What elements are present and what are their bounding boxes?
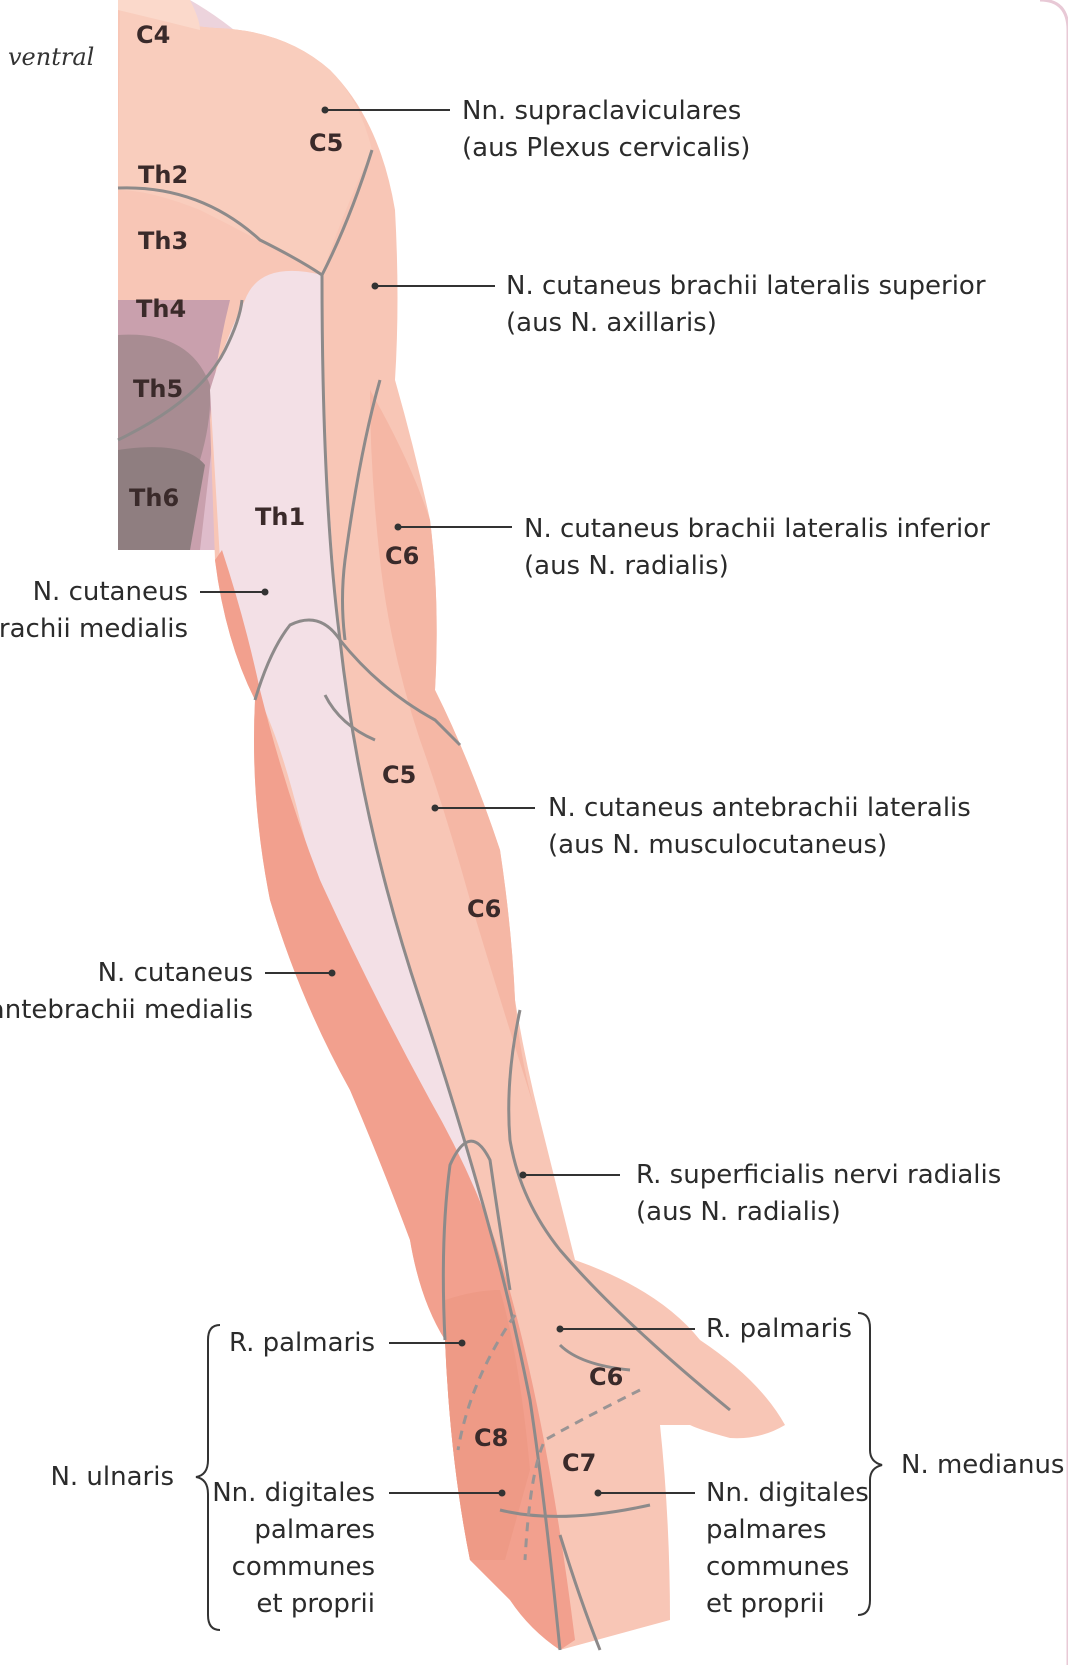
radial-strip-zone — [370, 390, 535, 1110]
th1-zone — [210, 270, 490, 1231]
label-brachii-lat-inf-2: (aus N. radialis) — [524, 551, 729, 581]
segment-labels: C4 C5 Th2 Th3 Th4 Th5 Th6 Th1 C6 C5 C6 C… — [129, 21, 623, 1477]
label-digit-right-4: et proprii — [706, 1589, 825, 1619]
th6-band — [118, 447, 205, 550]
label-digit-right-3: communes — [706, 1552, 849, 1582]
label-digit-right-1: Nn. digitales — [706, 1478, 869, 1508]
nerve-labels: Nn. supraclaviculares (aus Plexus cervic… — [0, 96, 1064, 1619]
view-label: ventral — [8, 43, 94, 71]
label-digit-left-1: Nn. digitales — [212, 1478, 375, 1508]
label-digit-left-2: palmares — [254, 1515, 375, 1545]
seg-th1: Th1 — [255, 503, 305, 531]
seg-c4: C4 — [136, 21, 170, 49]
leader-lines — [200, 106, 695, 1497]
c5-shoulder-zone — [118, 5, 372, 275]
label-superficialis-1: R. superficialis nervi radialis — [636, 1160, 1001, 1190]
seg-th6: Th6 — [129, 484, 179, 512]
label-antebrachii-med-2: antebrachii medialis — [0, 995, 253, 1025]
boundary-lines — [117, 149, 731, 1651]
label-palmaris-left: R. palmaris — [229, 1328, 375, 1358]
label-brachii-lat-inf-1: N. cutaneus brachii lateralis inferior — [524, 514, 990, 544]
label-palmaris-right: R. palmaris — [706, 1314, 852, 1344]
label-brachii-med-1: N. cutaneus — [33, 577, 188, 607]
seg-c6-hand: C6 — [589, 1363, 623, 1391]
label-supraclaviculares-1: Nn. supraclaviculares — [462, 96, 741, 126]
seg-th5: Th5 — [133, 375, 183, 403]
label-digit-left-4: et proprii — [256, 1589, 375, 1619]
label-ulnaris: N. ulnaris — [50, 1462, 174, 1492]
ulnaris-brace — [195, 1324, 221, 1631]
label-supraclaviculares-2: (aus Plexus cervicalis) — [462, 133, 750, 163]
seg-c6-upper: C6 — [385, 542, 419, 570]
seg-c5-shoulder: C5 — [309, 129, 343, 157]
label-superficialis-2: (aus N. radialis) — [636, 1197, 841, 1227]
seg-c6-forearm: C6 — [467, 895, 501, 923]
seg-c7: C7 — [562, 1449, 596, 1477]
label-antebrachii-lat-1: N. cutaneus antebrachii lateralis — [548, 793, 971, 823]
frame-edge — [1039, 0, 1068, 1665]
seg-c5-forearm: C5 — [382, 761, 416, 789]
label-brachii-lat-sup-1: N. cutaneus brachii lateralis superior — [506, 271, 986, 301]
c4-zone — [118, 0, 200, 30]
label-digit-right-2: palmares — [706, 1515, 827, 1545]
seg-c8: C8 — [474, 1424, 508, 1452]
label-digit-left-3: communes — [232, 1552, 375, 1582]
label-brachii-med-2: brachii medialis — [0, 614, 188, 644]
label-medianus: N. medianus — [901, 1450, 1064, 1480]
seg-th2: Th2 — [138, 161, 188, 189]
seg-th3: Th3 — [138, 227, 188, 255]
label-brachii-lat-sup-2: (aus N. axillaris) — [506, 308, 717, 338]
label-antebrachii-lat-2: (aus N. musculocutaneus) — [548, 830, 887, 860]
seg-th4: Th4 — [136, 295, 186, 323]
medianus-brace — [857, 1312, 883, 1616]
label-antebrachii-med-1: N. cutaneus — [98, 958, 253, 988]
